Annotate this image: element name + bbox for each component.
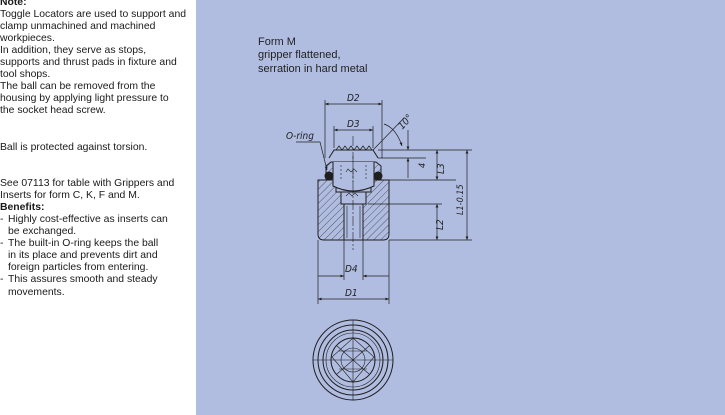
caption-serration: serration in hard metal bbox=[258, 62, 368, 75]
label-d1: D1 bbox=[345, 288, 358, 299]
note-paragraph-1: Toggle Locators are used to support and … bbox=[0, 9, 187, 45]
angle-dimension bbox=[372, 117, 405, 151]
dimension-d2 bbox=[324, 100, 383, 158]
dimension-d1 bbox=[317, 240, 390, 304]
drawing-panel: Form M gripper flattened, serration in h… bbox=[196, 0, 725, 415]
gripper-ball bbox=[328, 145, 379, 197]
dimension-d3 bbox=[333, 126, 374, 148]
label-angle: 10° bbox=[396, 113, 415, 132]
label-d4: D4 bbox=[345, 264, 358, 275]
top-view bbox=[312, 319, 394, 401]
caption-form: Form M bbox=[258, 36, 296, 48]
benefit-item: -The built-in O-ring keeps the ball in i… bbox=[0, 238, 159, 274]
benefit-item: -This assures smooth and steady movement… bbox=[0, 274, 158, 298]
label-four: 4 bbox=[418, 163, 428, 168]
height-dimensions bbox=[368, 130, 472, 241]
note-paragraph-4: Ball is protected against torsion. bbox=[0, 142, 148, 153]
note-paragraph-5: See 07113 for table with Grippers and In… bbox=[0, 178, 175, 202]
label-oring: O-ring bbox=[286, 131, 314, 142]
label-l1: L1-0.15 bbox=[456, 184, 466, 215]
label-d2: D2 bbox=[347, 93, 360, 104]
note-paragraph-3: The ball can be removed from the housing… bbox=[0, 81, 169, 117]
caption-gripper: gripper flattened, bbox=[258, 49, 341, 62]
figure-caption: Form M gripper flattened, serration in h… bbox=[258, 36, 367, 76]
label-l2: L2 bbox=[435, 219, 446, 230]
benefit-item: -Highly cost-effective as inserts can be… bbox=[0, 214, 168, 238]
benefits-heading: Benefits: bbox=[0, 202, 45, 213]
o-ring-leader bbox=[296, 141, 328, 171]
technical-drawing: D2 D3 10° O-ring 4 L3 L1-0.15 L2 D4 D1 bbox=[286, 93, 472, 401]
note-paragraph-2: In addition, they serve as stops, suppor… bbox=[0, 45, 177, 81]
label-d3: D3 bbox=[347, 119, 360, 130]
o-ring bbox=[324, 171, 383, 181]
description-panel: Note: Toggle Locators are used to suppor… bbox=[0, 0, 196, 415]
benefits-list: -Highly cost-effective as inserts can be… bbox=[0, 214, 196, 299]
note-heading: Note: bbox=[0, 0, 27, 8]
dimension-d4 bbox=[318, 240, 389, 280]
label-l3: L3 bbox=[436, 163, 447, 174]
